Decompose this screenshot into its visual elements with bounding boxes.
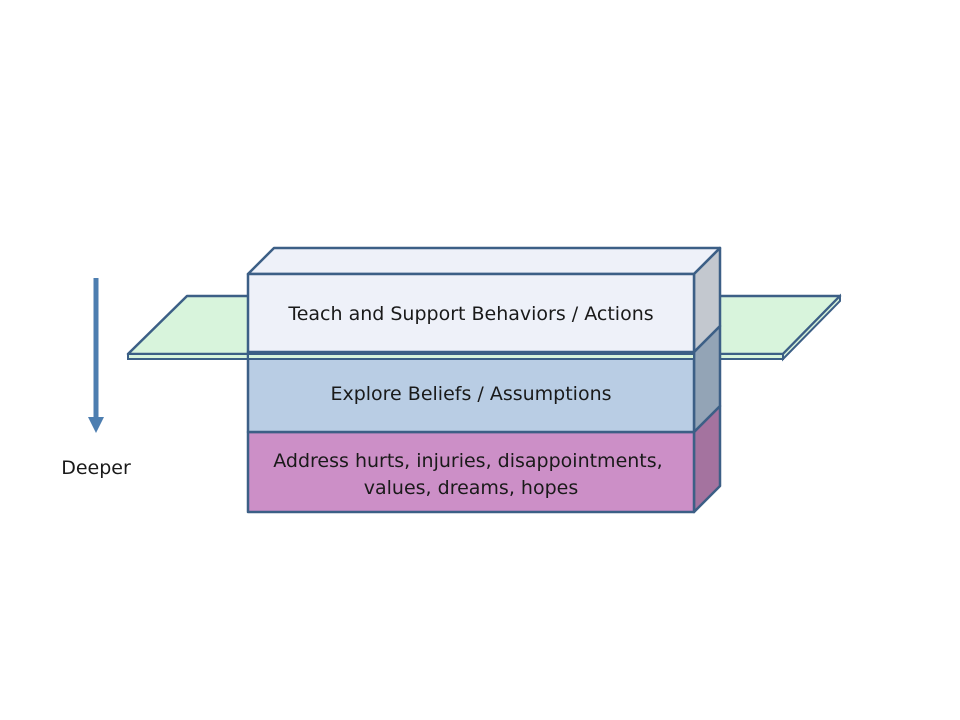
depth-arrow — [88, 278, 104, 433]
arrow-head — [88, 417, 104, 433]
layer-1-label: Teach and Support Behaviors / Actions — [287, 303, 653, 325]
plane-right-edge — [782, 293, 841, 362]
layer-3-label-line-2: values, dreams, hopes — [364, 477, 578, 499]
layer-3-label: Address hurts, injuries, disappointments… — [273, 450, 669, 499]
layer-2-label: Explore Beliefs / Assumptions — [330, 383, 611, 405]
layer-address-hurts: Address hurts, injuries, disappointments… — [246, 404, 722, 514]
layer-teach-behaviors: Teach and Support Behaviors / Actions — [246, 246, 722, 354]
layer-explore-beliefs: Explore Beliefs / Assumptions — [246, 324, 722, 434]
layer-3-label-line-1: Address hurts, injuries, disappointments… — [273, 450, 662, 472]
layer-1-top-face — [246, 246, 722, 276]
plane-front-strip — [247, 353, 695, 360]
layer-3-front-face — [246, 430, 696, 514]
deeper-label: Deeper — [61, 457, 131, 479]
layer-1-front-face — [246, 272, 696, 354]
layer-2-front-face — [246, 350, 696, 434]
surface-plane-front — [247, 353, 695, 360]
